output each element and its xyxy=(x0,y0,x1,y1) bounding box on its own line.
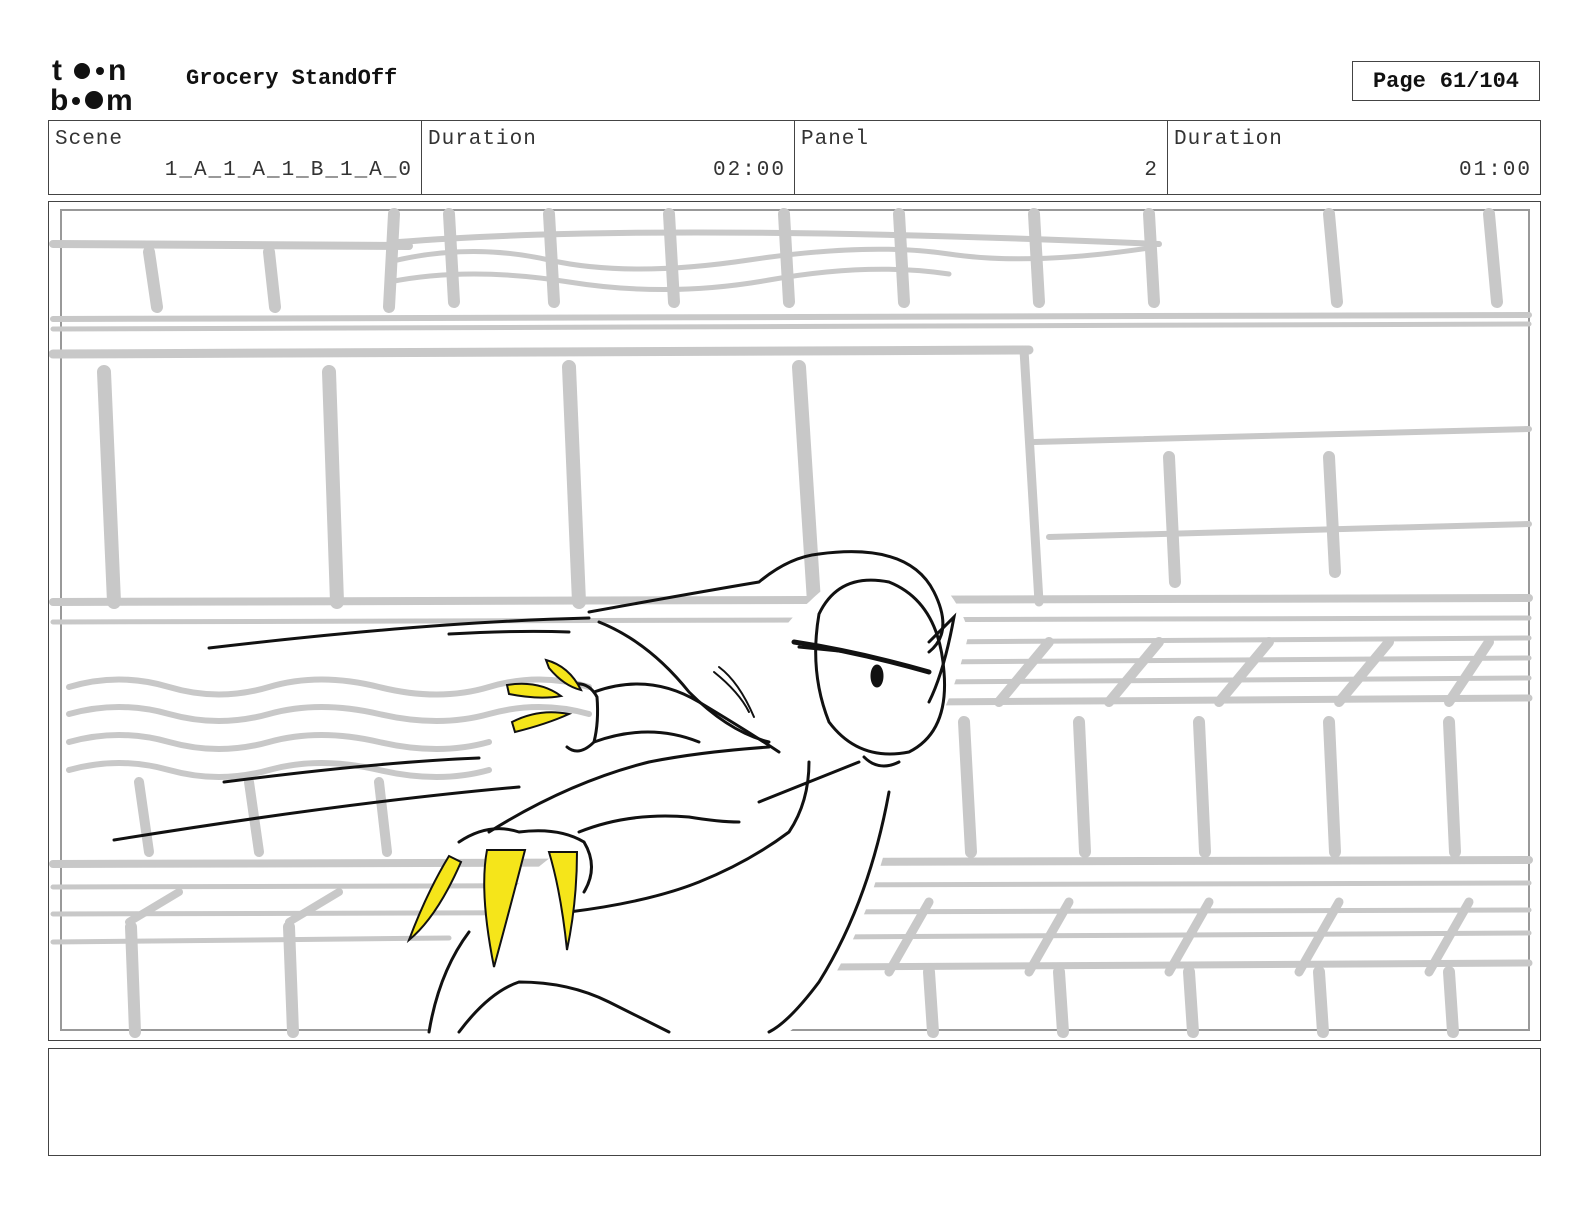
panel-label: Panel xyxy=(801,128,870,151)
panel-notes-box xyxy=(48,1048,1541,1156)
scene-info-table: Scene 1_A_1_A_1_B_1_A_0 Duration 02:00 P… xyxy=(48,120,1541,195)
toon-boom-logo: t n b m xyxy=(50,54,133,112)
panel-drawing xyxy=(49,208,1533,1038)
panel-value: 2 xyxy=(1144,159,1159,182)
panel-duration-cell: Duration 01:00 xyxy=(1168,121,1540,194)
panel-duration-value: 01:00 xyxy=(1458,159,1532,182)
document-title: Grocery StandOff xyxy=(186,66,398,91)
scene-duration-cell: Duration 02:00 xyxy=(422,121,795,194)
svg-text:m: m xyxy=(106,84,133,112)
panel-duration-label: Duration xyxy=(1174,128,1283,151)
svg-text:t: t xyxy=(52,54,62,87)
page-indicator: Page 61/104 xyxy=(1352,61,1540,101)
scene-value: 1_A_1_A_1_B_1_A_0 xyxy=(164,159,413,182)
scene-duration-label: Duration xyxy=(428,128,537,151)
scene-cell: Scene 1_A_1_A_1_B_1_A_0 xyxy=(49,121,422,194)
scene-duration-value: 02:00 xyxy=(712,159,786,182)
scene-label: Scene xyxy=(55,128,124,151)
svg-text:n: n xyxy=(108,54,126,87)
background-shelves-sketch xyxy=(49,208,1533,1038)
panel-cell: Panel 2 xyxy=(795,121,1168,194)
character-sketch xyxy=(112,550,969,1034)
svg-text:b: b xyxy=(50,84,68,112)
storyboard-panel xyxy=(48,201,1541,1041)
page-number: 61/104 xyxy=(1439,68,1520,94)
page-label: Page xyxy=(1372,68,1426,94)
